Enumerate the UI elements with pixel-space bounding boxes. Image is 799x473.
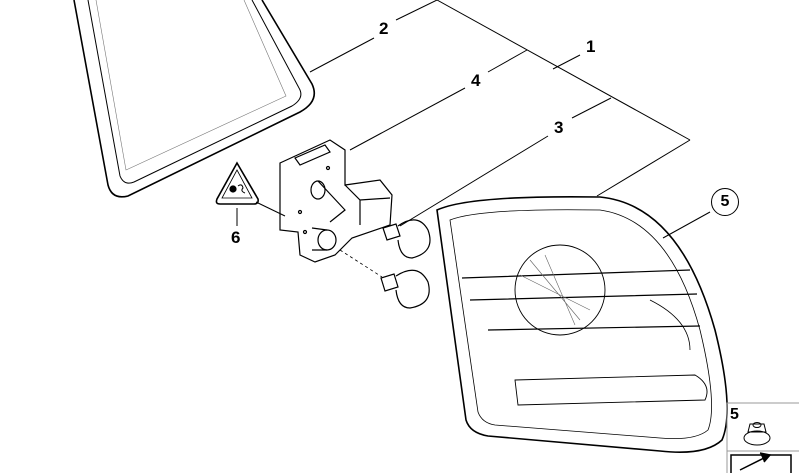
callout-3: 3: [554, 118, 564, 137]
bulb-holder: [279, 139, 393, 263]
bulb-upper: [382, 219, 431, 259]
arrow-icon[interactable]: [730, 452, 792, 473]
warning-label-triangle: [215, 161, 259, 205]
callout-1: 1: [586, 37, 596, 56]
hex-nut-icon: [743, 422, 771, 446]
leader-lines: [236, 0, 711, 239]
legend-boxes: [726, 402, 799, 473]
callout-4: 4: [471, 71, 481, 90]
callout-5-circled: 5: [711, 188, 739, 216]
bulb-lower: [380, 269, 430, 309]
legend-label-5: 5: [730, 406, 739, 423]
side-window-glass: [73, 0, 316, 198]
callout-6: 6: [231, 228, 241, 247]
callout-2: 2: [379, 19, 389, 38]
tail-lamp: [436, 195, 728, 453]
